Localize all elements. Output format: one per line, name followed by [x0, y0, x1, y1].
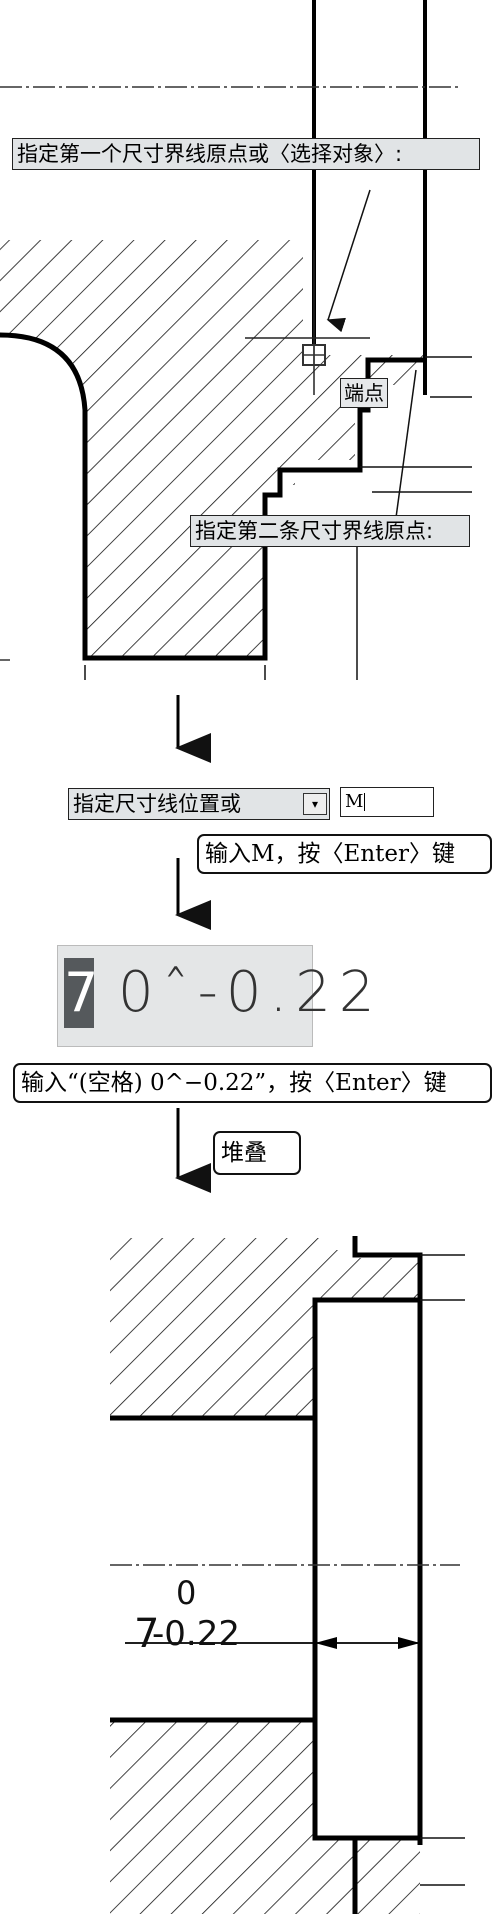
prompt-second-origin: 指定第二条尺寸界线原点: [190, 515, 470, 547]
options-dropdown-button[interactable]: ▾ [303, 793, 327, 815]
text-cursor [364, 793, 366, 811]
caption-stack: 堆叠 [213, 1131, 301, 1175]
top-hatch-region [0, 240, 425, 658]
arrow-down-icon: ▾ [311, 797, 319, 811]
bottom-hatch-lower [110, 1720, 420, 1914]
top-part-outline [0, 332, 425, 661]
bore-cavity [315, 1300, 420, 1840]
command-input-value: M [345, 791, 364, 812]
leader-arrow-2 [394, 369, 417, 526]
command-input-field[interactable]: M [340, 787, 434, 817]
caption-enter-tolerance: 输入“(空格) 0^−0.22”，按〈Enter〉键 [13, 1063, 492, 1103]
endpoint-snap-tooltip: 端点 [340, 378, 388, 408]
dim-arrowhead-right [398, 1637, 420, 1649]
caption-enter-m: 输入M，按〈Enter〉键 [197, 834, 492, 874]
bottom-hatch-upper [110, 1238, 420, 1418]
prompt-dim-line-location: 指定尺寸线位置或 [68, 788, 330, 820]
upper-deviation-text: 0 [176, 1574, 197, 1612]
bottom-part-section [110, 1236, 465, 1914]
editor-text: 0ˆ-0.22 [118, 960, 383, 1025]
mtext-editor[interactable]: 7 0ˆ-0.22 [57, 945, 375, 1047]
prompt-first-origin: 指定第一个尺寸界线原点或〈选择对象〉: [12, 138, 480, 170]
dim-arrowhead-left [315, 1637, 337, 1649]
leader-arrow-1 [326, 189, 371, 333]
prompt-dim-line-label: 指定尺寸线位置或 [73, 792, 241, 816]
top-part-section [0, 0, 472, 680]
selected-text: 7 [64, 958, 98, 1028]
base-dimension-text: 7 [134, 1611, 160, 1657]
bottom-outline-upper [352, 1236, 423, 1845]
lower-deviation-text: -0.22 [152, 1614, 240, 1654]
